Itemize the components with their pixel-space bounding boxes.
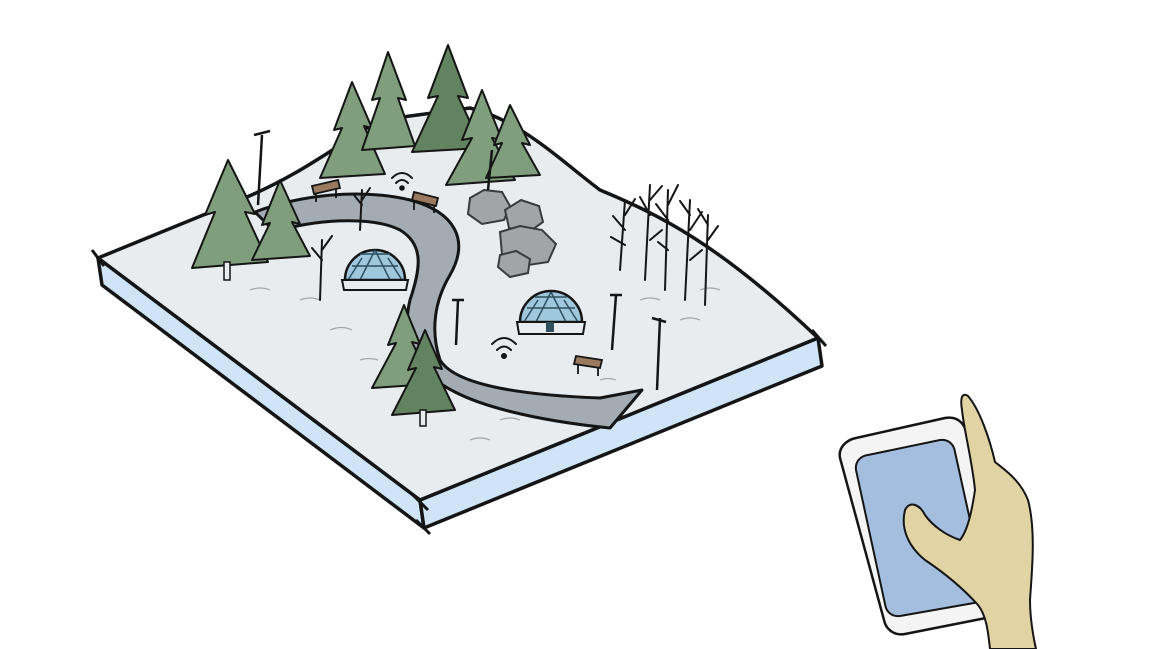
wifi-icon bbox=[391, 172, 413, 191]
bare-trees bbox=[311, 184, 719, 306]
pine-tree-icon bbox=[485, 104, 541, 179]
pine-tree-icon bbox=[391, 329, 456, 427]
bench-icon bbox=[572, 354, 604, 376]
glass-dome-icon bbox=[340, 248, 410, 291]
lamp-post-icon bbox=[253, 129, 667, 391]
glass-dome-icon bbox=[515, 289, 587, 335]
pine-trees bbox=[191, 44, 541, 427]
pine-tree-icon bbox=[191, 159, 269, 281]
wifi-icon bbox=[491, 337, 517, 359]
bench-icon bbox=[410, 190, 440, 213]
hand bbox=[902, 393, 1037, 649]
pine-tree-icon bbox=[251, 179, 311, 261]
pine-tree-icon bbox=[361, 51, 416, 151]
bench-icon bbox=[310, 178, 342, 202]
rock-cluster bbox=[466, 188, 558, 279]
smartphone-in-hand bbox=[838, 393, 1037, 649]
pine-tree-icon bbox=[411, 44, 483, 153]
